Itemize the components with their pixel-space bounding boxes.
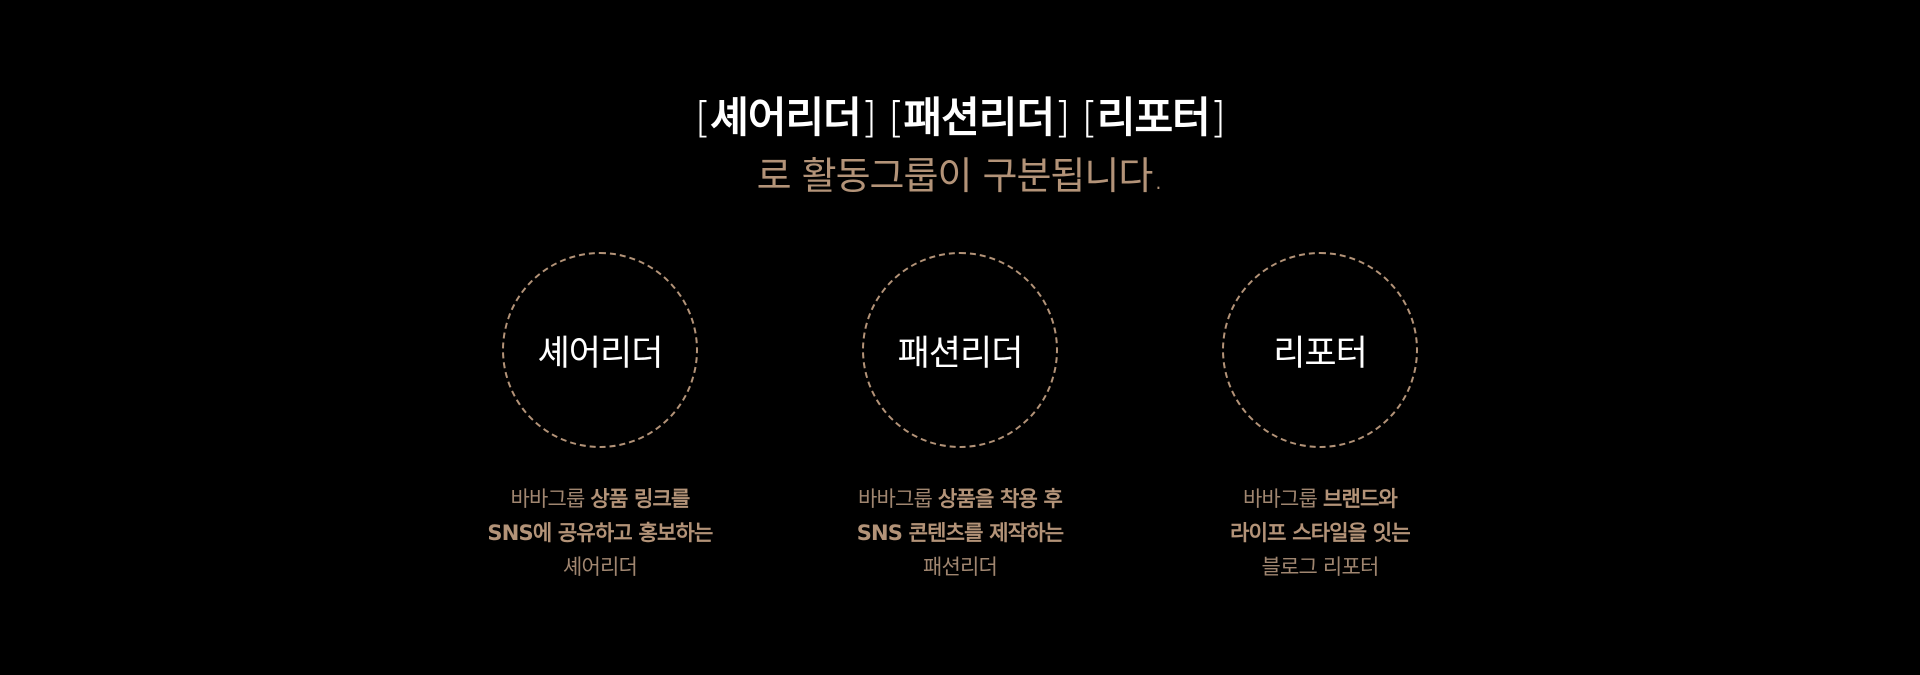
- group-card-reporter: 리포터 바바그룹 브랜드와 라이프 스타일을 잇는 블로그 리포터: [1170, 252, 1470, 584]
- group-card-fashion-leader: 패션리더 바바그룹 상품을 착용 후 SNS 콘텐츠를 제작하는 패션리더: [810, 252, 1110, 584]
- description-line-2: SNS 콘텐츠를 제작하는: [856, 521, 1064, 545]
- description-line-3: 셰어리더: [562, 555, 638, 579]
- description-brand: 바바그룹: [1242, 487, 1323, 511]
- description-highlight: 상품 링크를: [590, 487, 690, 511]
- description-brand: 바바그룹: [510, 487, 591, 511]
- group-title: 셰어리더: [537, 333, 664, 374]
- heading-group-list: [셰어리더][패션리더][리포터]: [0, 90, 1920, 146]
- bracket-open: [: [888, 93, 904, 142]
- dashed-circle: 패션리더: [862, 252, 1058, 448]
- description-brand: 바바그룹: [857, 487, 938, 511]
- heading-word-reporter: 리포터: [1096, 93, 1211, 142]
- description-highlight: 브랜드와: [1322, 487, 1398, 511]
- heading-word-fashion-leader: 패션리더: [903, 93, 1056, 142]
- bracket-close: ]: [860, 93, 877, 142]
- group-list: 셰어리더 바바그룹 상품 링크를 SNS에 공유하고 홍보하는 셰어리더 패션리…: [0, 252, 1920, 592]
- description-highlight: 상품을 착용 후: [937, 487, 1063, 511]
- group-description: 바바그룹 브랜드와 라이프 스타일을 잇는 블로그 리포터: [1170, 482, 1470, 584]
- heading-word-share-leader: 셰어리더: [710, 93, 862, 142]
- description-line-1: 바바그룹 상품 링크를: [450, 482, 750, 516]
- bracket-close: ]: [1209, 93, 1226, 142]
- description-line-3: 패션리더: [922, 555, 998, 579]
- bracket-close: ]: [1054, 93, 1070, 142]
- group-description: 바바그룹 상품 링크를 SNS에 공유하고 홍보하는 셰어리더: [450, 482, 750, 584]
- dashed-circle: 셰어리더: [502, 252, 698, 448]
- group-card-share-leader: 셰어리더 바바그룹 상품 링크를 SNS에 공유하고 홍보하는 셰어리더: [450, 252, 750, 584]
- bracket-open: [: [694, 93, 711, 142]
- page-heading: [셰어리더][패션리더][리포터] 로 활동그룹이 구분됩니다.: [0, 90, 1920, 204]
- description-line-1: 바바그룹 브랜드와: [1170, 482, 1470, 516]
- description-line-3: 블로그 리포터: [1261, 555, 1380, 579]
- group-title: 패션리더: [897, 333, 1024, 374]
- group-title: 리포터: [1273, 333, 1368, 374]
- description-line-1: 바바그룹 상품을 착용 후: [810, 482, 1110, 516]
- description-line-2: SNS에 공유하고 홍보하는: [487, 521, 713, 545]
- heading-subtitle: 로 활동그룹이 구분됩니다.: [756, 154, 1165, 198]
- bracket-open: [: [1081, 93, 1097, 142]
- dashed-circle: 리포터: [1222, 252, 1418, 448]
- description-line-2: 라이프 스타일을 잇는: [1230, 521, 1411, 545]
- group-description: 바바그룹 상품을 착용 후 SNS 콘텐츠를 제작하는 패션리더: [810, 482, 1110, 584]
